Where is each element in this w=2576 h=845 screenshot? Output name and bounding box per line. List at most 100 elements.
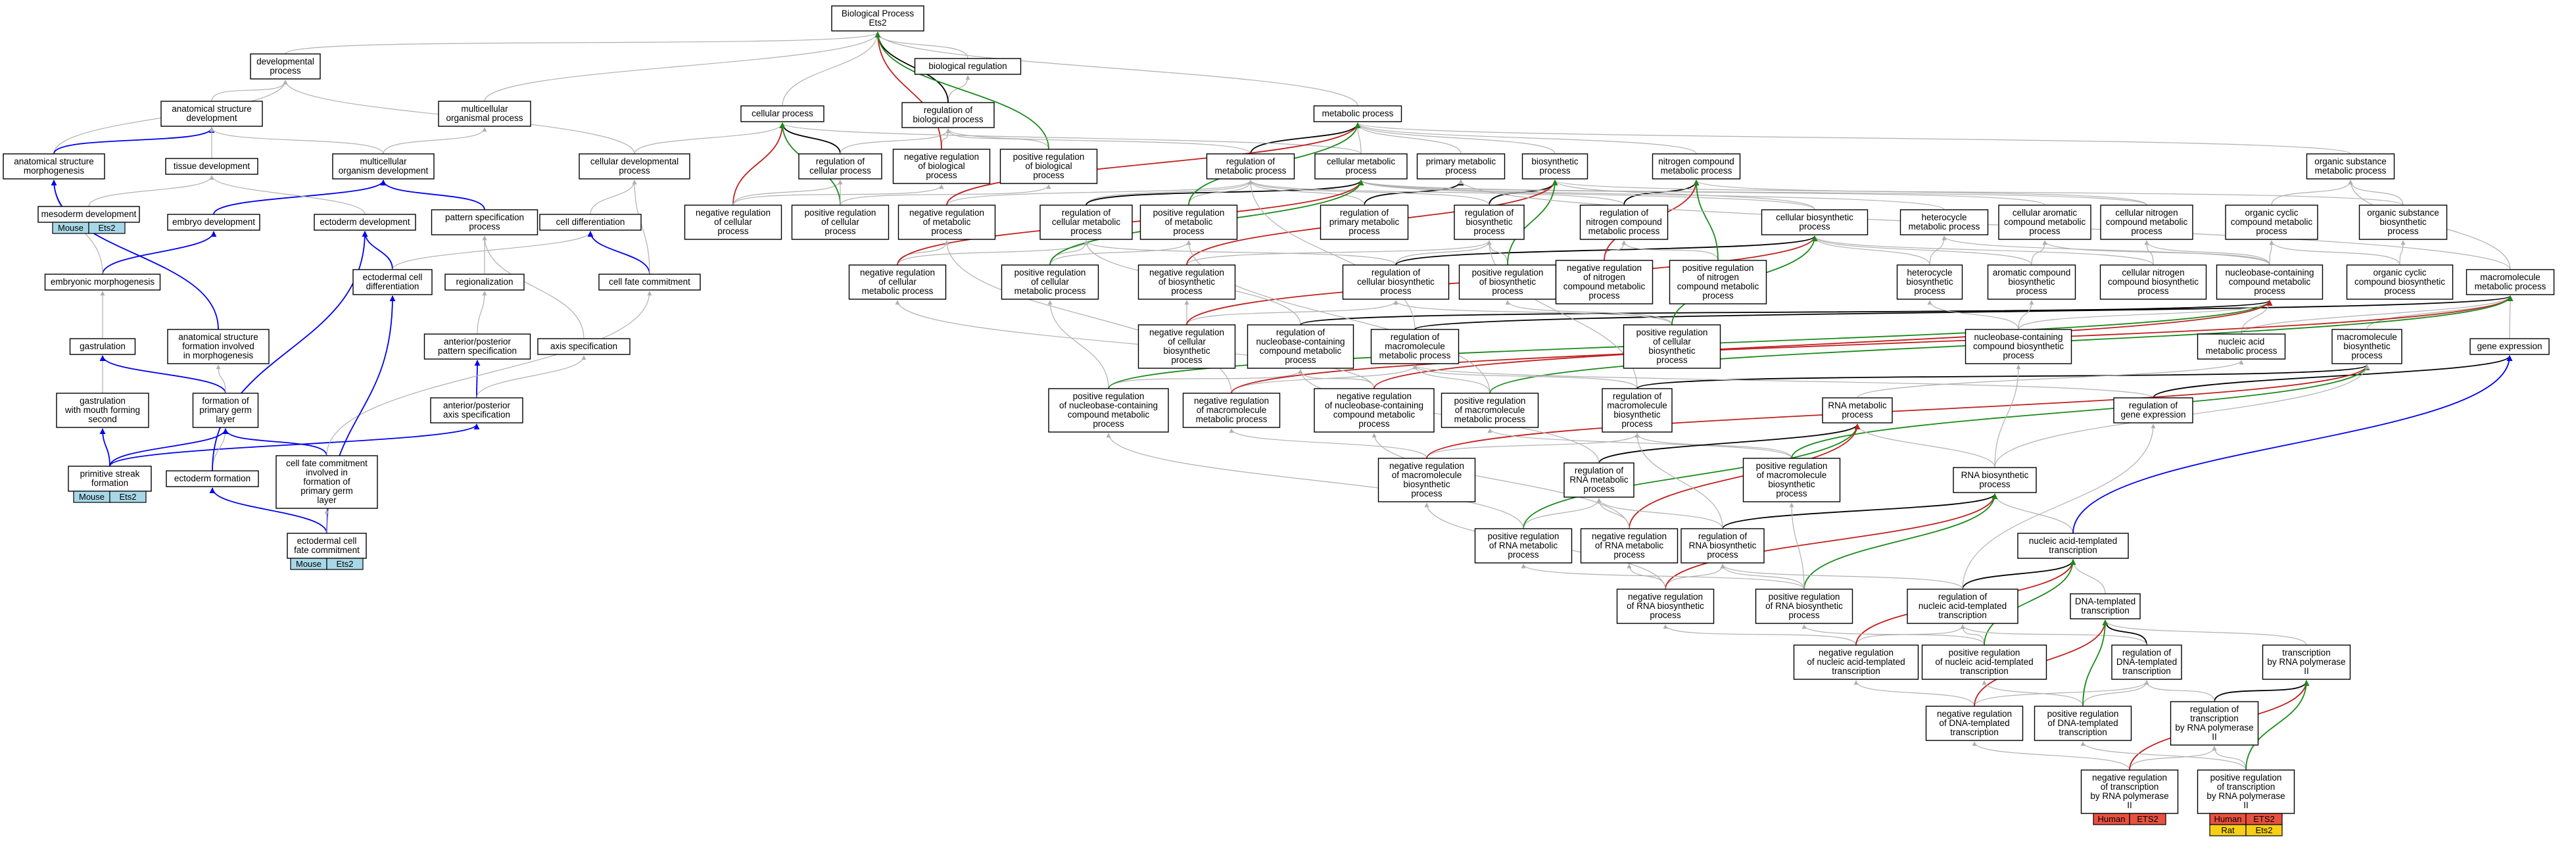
go-term-node-rnccmp[interactable]: regulation ofnucleobase-containingcompou… (1247, 324, 1354, 369)
go-term-node-gast[interactable]: gastrulation (69, 338, 136, 355)
go-term-node-cfc[interactable]: cell fate commitment (598, 274, 701, 291)
go-term-node-celldiff[interactable]: cell differentiation (539, 214, 642, 231)
go-term-node-rmbsp[interactable]: regulation ofmacromoleculebiosyntheticpr… (1602, 388, 1673, 433)
go-term-node-mesd[interactable]: mesoderm development (37, 206, 140, 223)
go-term-node-embm[interactable]: embryonic morphogenesis (44, 274, 161, 291)
go-term-node-ectd[interactable]: ectoderm development (314, 214, 416, 231)
go-term-node-ge[interactable]: gene expression (2469, 338, 2550, 355)
go-term-node-ectf[interactable]: ectoderm formation (166, 470, 259, 487)
go-term-node-cp[interactable]: cellular process (740, 105, 824, 122)
go-term-node-regn[interactable]: regionalization (444, 274, 525, 291)
go-term-node-embd[interactable]: embryo development (167, 214, 260, 231)
go-term-node-axs[interactable]: axis specification (537, 338, 631, 355)
go-term-node-breg[interactable]: biological regulation (914, 58, 1022, 75)
